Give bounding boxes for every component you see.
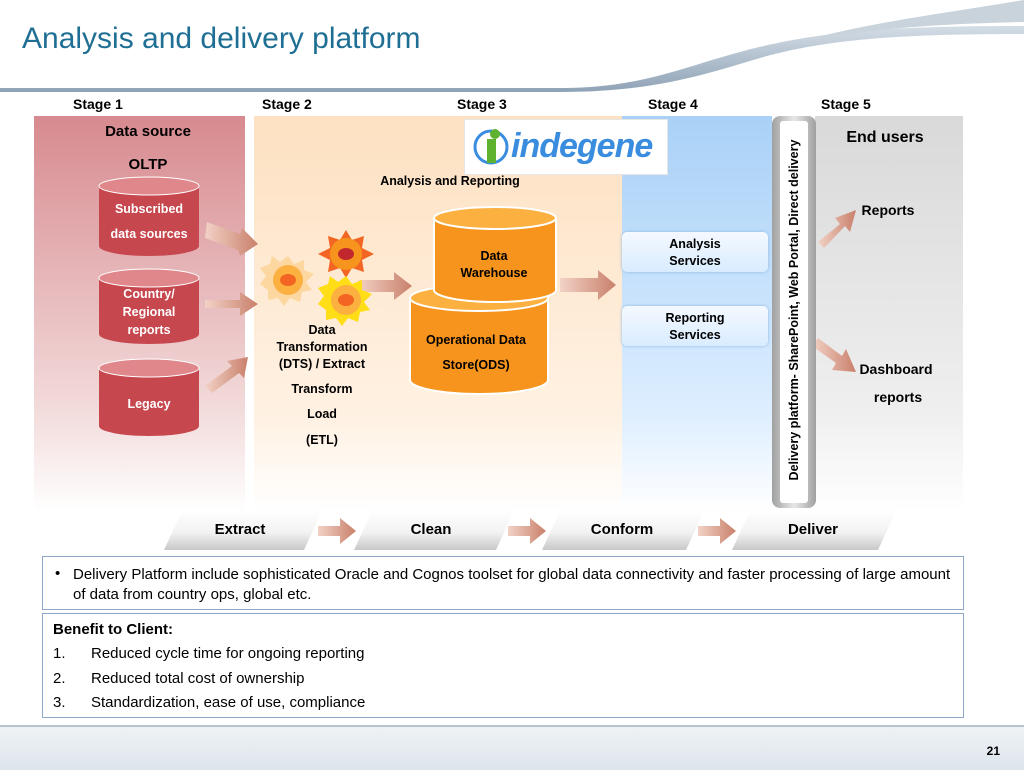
dashboard-label-1: Dashboard	[859, 361, 933, 377]
arrow-warehouse-to-services	[560, 270, 616, 300]
arrow-to-reports	[818, 210, 856, 248]
dashboard-label-2: reports	[873, 389, 923, 405]
dw-label-2: Warehouse	[460, 266, 528, 280]
logo-circle-icon	[473, 129, 509, 165]
subscribed-cylinder	[98, 176, 200, 256]
benefit-text-3: Standardization, ease of use, compliance	[91, 694, 366, 711]
process-chevrons	[164, 511, 896, 550]
chevron-arrow-2	[508, 518, 546, 544]
gear-icon-bottom	[318, 276, 372, 326]
stage-2-label: Stage 2	[262, 96, 312, 112]
subscribed-label-1: Subscribed	[114, 202, 184, 216]
etl-line-3: (DTS) / Extract	[278, 357, 366, 371]
data-source-header: Data source	[105, 123, 191, 140]
process-deliver: Deliver	[787, 521, 839, 538]
note-text: Delivery Platform include sophisticated …	[73, 566, 951, 603]
reporting-services-line-2: Services	[669, 328, 721, 342]
etl-line-1: Data	[308, 323, 336, 337]
chevron-clean	[354, 511, 514, 550]
page-title: Analysis and delivery platform	[22, 22, 421, 55]
gear-icon-left	[260, 256, 314, 306]
benefits-box: Benefit to Client: 1. Reduced cycle time…	[42, 613, 964, 718]
stage-3-label: Stage 3	[457, 96, 507, 112]
arrow-to-dashboard	[812, 338, 856, 372]
header-swoosh	[0, 0, 1024, 92]
arrow-legacy	[205, 357, 248, 393]
benefit-text-1: Reduced cycle time for ongoing reporting	[91, 645, 365, 662]
etl-line-6: (ETL)	[306, 433, 338, 447]
etl-line-4: Transform	[291, 382, 353, 396]
etl-line-5: Load	[307, 407, 337, 421]
subscribed-label-2: data sources	[110, 227, 188, 241]
stage-4-label: Stage 4	[648, 96, 698, 112]
footer-bar	[0, 725, 1024, 770]
legacy-label: Legacy	[127, 397, 171, 411]
dw-label-1: Data	[480, 249, 508, 263]
arrow-subscribed	[205, 222, 258, 256]
chevron-arrow-3	[698, 518, 736, 544]
benefit-num-3: 3.	[53, 694, 66, 711]
analysis-services-line-2: Services	[669, 254, 721, 268]
chevron-extract	[164, 511, 322, 550]
page-number: 21	[986, 744, 1000, 758]
chevron-conform	[542, 511, 704, 550]
analysis-services-line-1: Analysis	[669, 237, 721, 251]
legacy-cylinder	[98, 358, 200, 436]
analysis-reporting-header: Analysis and Reporting	[380, 174, 520, 188]
reporting-services-box: Reporting Services	[622, 306, 768, 346]
benefit-num-1: 1.	[53, 645, 66, 662]
logo-text: indegene	[511, 127, 653, 165]
stage-5-label: Stage 5	[821, 96, 871, 112]
note-bullet: •	[55, 565, 61, 582]
process-conform: Conform	[590, 521, 654, 538]
ods-label-2: Store(ODS)	[442, 358, 510, 372]
arrow-country	[205, 292, 258, 316]
chevron-deliver	[732, 511, 896, 550]
country-label-1: Country/	[123, 287, 175, 301]
flow-arrows	[205, 210, 856, 393]
delivery-platform-bar: Delivery platform- SharePoint, Web Porta…	[772, 116, 816, 508]
benefits-title: Benefit to Client:	[53, 621, 173, 638]
oltp-label: OLTP	[128, 156, 168, 173]
reports-label: Reports	[861, 202, 915, 218]
benefit-num-2: 2.	[53, 670, 66, 687]
arrow-gears-to-warehouse	[358, 272, 412, 300]
process-extract: Extract	[214, 521, 266, 538]
gear-icon-top	[318, 230, 374, 278]
indegene-logo: indegene	[464, 119, 668, 175]
end-users-header: End users	[846, 129, 924, 146]
stage-1-label: Stage 1	[73, 96, 123, 112]
stage-5-column	[815, 116, 963, 512]
data-warehouse-cylinder	[433, 206, 557, 303]
delivery-platform-text: Delivery platform- SharePoint, Web Porta…	[787, 139, 801, 481]
logo-i-mark	[473, 125, 509, 169]
country-regional-cylinder	[98, 268, 200, 344]
chevron-arrow-1	[318, 518, 356, 544]
etl-line-2: Transformation	[276, 340, 368, 354]
note-box: • Delivery Platform include sophisticate…	[42, 556, 964, 610]
process-clean: Clean	[410, 521, 452, 538]
benefit-text-2: Reduced total cost of ownership	[91, 670, 305, 687]
country-label-2: Regional	[122, 305, 176, 319]
reporting-services-line-1: Reporting	[665, 311, 725, 325]
analysis-services-box: Analysis Services	[622, 232, 768, 272]
ods-label-1: Operational Data	[425, 333, 527, 347]
country-label-3: reports	[127, 323, 171, 337]
